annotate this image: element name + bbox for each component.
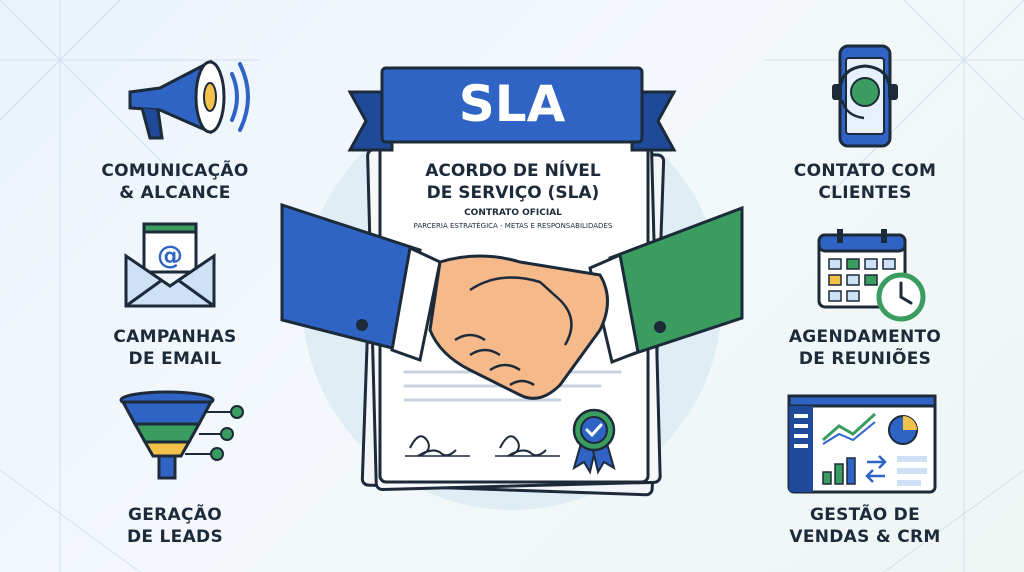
left-item-leads: GERAÇÃO DE LEADS <box>127 505 223 547</box>
handshake <box>428 254 609 400</box>
document-tagline: PARCERIA ESTRATÉGICA - METAS E RESPONSAB… <box>413 222 613 230</box>
seal-badge <box>572 408 616 475</box>
funnel-icon <box>119 390 244 480</box>
sla-banner <box>347 66 677 152</box>
dashboard-icon <box>787 394 937 494</box>
right-item-contact: CONTATO COM CLIENTES <box>793 161 937 203</box>
left-item-email: CAMPANHAS DE EMAIL <box>113 327 237 369</box>
sla-banner-text: SLA <box>458 75 566 133</box>
phone-headset-icon <box>832 44 898 148</box>
megaphone-icon <box>128 59 250 140</box>
document-title: ACORDO DE NÍVEL DE SERVIÇO (SLA) <box>425 161 601 203</box>
calendar-clock-icon <box>817 229 926 322</box>
right-item-crm: GESTÃO DE VENDAS & CRM <box>789 505 941 547</box>
svg-text:@: @ <box>157 241 183 271</box>
left-item-communication: COMUNICAÇÃO & ALCANCE <box>101 161 249 203</box>
right-item-scheduling: AGENDAMENTO DE REUNIÕES <box>788 327 942 369</box>
email-envelope-icon: @ <box>124 222 216 308</box>
document-subtitle: CONTRATO OFICIAL <box>464 208 562 218</box>
